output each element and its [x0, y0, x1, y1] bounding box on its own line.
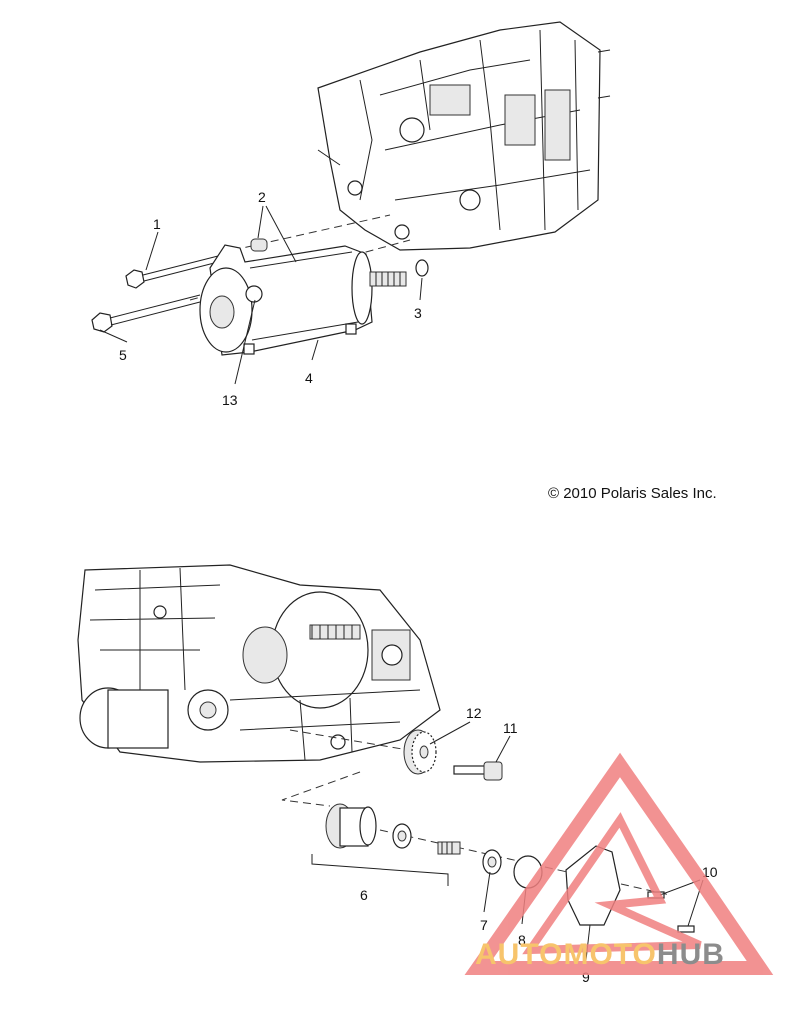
callout-9: 9 [582, 969, 590, 985]
callout-1: 1 [153, 216, 161, 232]
callout-2: 2 [258, 189, 266, 205]
callout-8: 8 [518, 932, 526, 948]
alignment-line-1 [219, 214, 391, 254]
bolt-1 [125, 254, 223, 289]
callout-5: 5 [119, 347, 127, 363]
copyright-text: © 2010 Polaris Sales Inc. [548, 485, 717, 502]
callout-10: 10 [702, 864, 718, 880]
engine-crankcase-top [317, 21, 611, 251]
watermark-triangle-icon [464, 752, 774, 975]
alignment-line-3 [289, 729, 421, 753]
callout-3: 3 [414, 305, 422, 321]
callout-12: 12 [466, 705, 482, 721]
gear-12 [403, 729, 437, 775]
starter-drive-6 [325, 803, 461, 855]
starter-motor [199, 244, 407, 356]
bracket-6 [311, 854, 449, 886]
callout-11: 11 [503, 720, 518, 736]
alignment-line-4 [281, 771, 361, 807]
bolt-5 [91, 294, 201, 333]
bolt-13 [245, 285, 263, 303]
leader-lines-top [99, 205, 423, 385]
watermark-logo: AUTOMOTOHUB [475, 938, 725, 972]
watermark-part1: AUTOMOTO [475, 938, 657, 971]
o-ring-3 [415, 259, 429, 277]
shaft-11 [453, 761, 503, 781]
watermark-part2: HUB [656, 938, 725, 971]
callout-4: 4 [305, 370, 313, 386]
callout-6: 6 [360, 887, 368, 903]
bearing-7 [482, 849, 502, 875]
engine-side-bottom [77, 564, 441, 763]
callout-13: 13 [222, 392, 238, 408]
callout-7: 7 [480, 917, 488, 933]
